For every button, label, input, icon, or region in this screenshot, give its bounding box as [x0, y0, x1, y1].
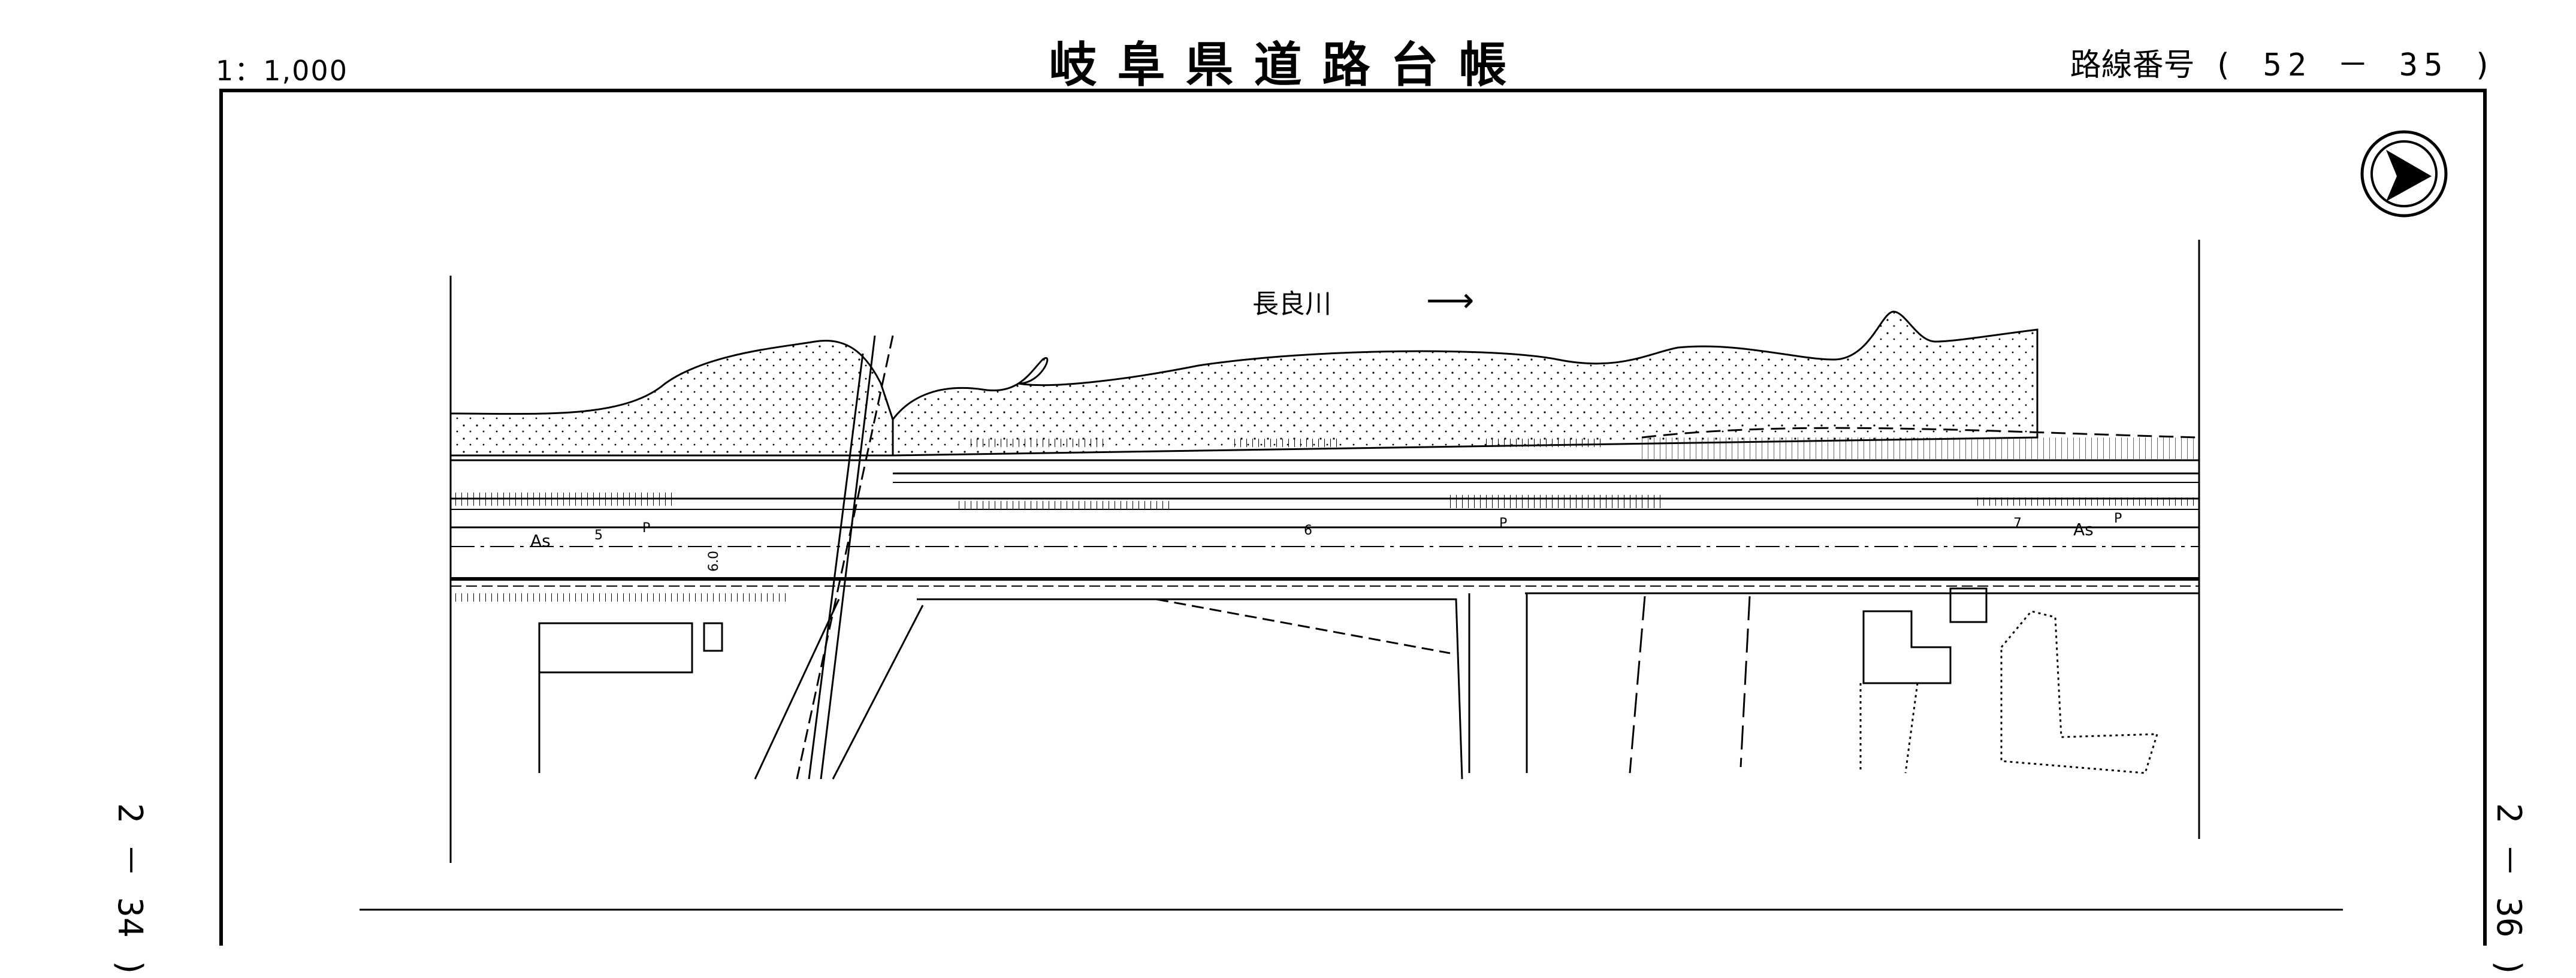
compass-arrow-icon — [2360, 130, 2448, 218]
pavement-label-right: As — [2073, 520, 2094, 539]
route-number: 路線番号 ( 52 － 35 ) — [2070, 40, 2498, 84]
route-label: 路線番号 — [2070, 47, 2195, 83]
river-label: 長良川 — [1252, 289, 1331, 319]
building — [1862, 610, 1952, 684]
diagonal-ramp — [796, 335, 894, 780]
building — [538, 622, 693, 674]
map-scale: 1：1,000 — [216, 55, 348, 87]
pavement-label-left: As — [530, 531, 551, 551]
road-map: 長良川 ⟶ As As 5 6 7 P P P 6.0 — [360, 130, 2448, 911]
building — [703, 622, 723, 652]
route-number-value: ( 52 － 35 ) — [2213, 47, 2498, 83]
station-label: 5 — [594, 528, 603, 543]
map-frame — [219, 89, 2487, 946]
post-label: P — [642, 521, 650, 536]
river-sandbar — [449, 340, 894, 457]
page-title: 岐阜県道路台帳 — [1049, 37, 1527, 93]
building — [1949, 587, 1988, 623]
road-width-label: 6.0 — [706, 551, 721, 572]
river-sandbar-right — [892, 310, 2039, 457]
station-label: 7 — [2013, 516, 2022, 531]
river-flow-arrow: ⟶ — [1426, 281, 1474, 320]
station-label: 6 — [1304, 523, 1312, 538]
post-label: P — [1499, 516, 1507, 531]
post-label: P — [2114, 511, 2122, 526]
